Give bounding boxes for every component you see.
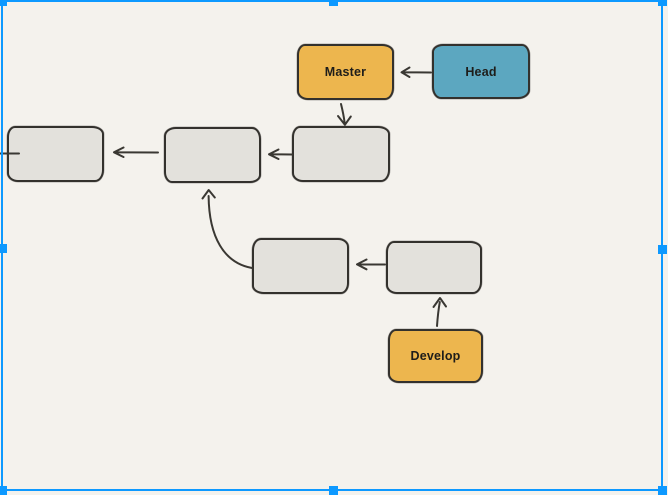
selection-handle-bottom-center[interactable]	[328, 485, 338, 495]
selection-handle-middle-right[interactable]	[657, 244, 667, 254]
arrow-master-to-commit1[interactable]	[337, 103, 352, 126]
commit-node-1[interactable]	[292, 126, 390, 182]
head-label: Head	[465, 64, 497, 79]
commit-node-2[interactable]	[164, 127, 261, 183]
arrow-commit1-to-commit2[interactable]	[268, 148, 293, 160]
selection-handle-bottom-left[interactable]	[0, 485, 7, 495]
arrow-commit2-to-commit3[interactable]	[113, 146, 159, 158]
node-head[interactable]: Head	[432, 44, 530, 99]
selection-handle-middle-left[interactable]	[0, 243, 7, 253]
selection-handle-top-left[interactable]	[0, 0, 7, 6]
selection-handle-top-center[interactable]	[328, 0, 338, 6]
commit-node-5[interactable]	[386, 241, 482, 294]
arrow-commit4-to-commit2[interactable]	[201, 189, 253, 269]
arrow-head-to-master[interactable]	[400, 66, 432, 78]
node-master[interactable]: Master	[297, 44, 394, 100]
commit-node-3[interactable]	[7, 126, 104, 182]
develop-label: Develop	[410, 349, 461, 363]
node-develop[interactable]: Develop	[388, 329, 483, 383]
arrow-commit5-to-commit4[interactable]	[356, 258, 386, 271]
selection-handle-bottom-right[interactable]	[657, 485, 667, 495]
commit-node-4[interactable]	[252, 238, 349, 294]
master-label: Master	[324, 65, 367, 79]
arrow-develop-to-commit5[interactable]	[432, 297, 447, 327]
selection-handle-top-right[interactable]	[657, 0, 667, 6]
